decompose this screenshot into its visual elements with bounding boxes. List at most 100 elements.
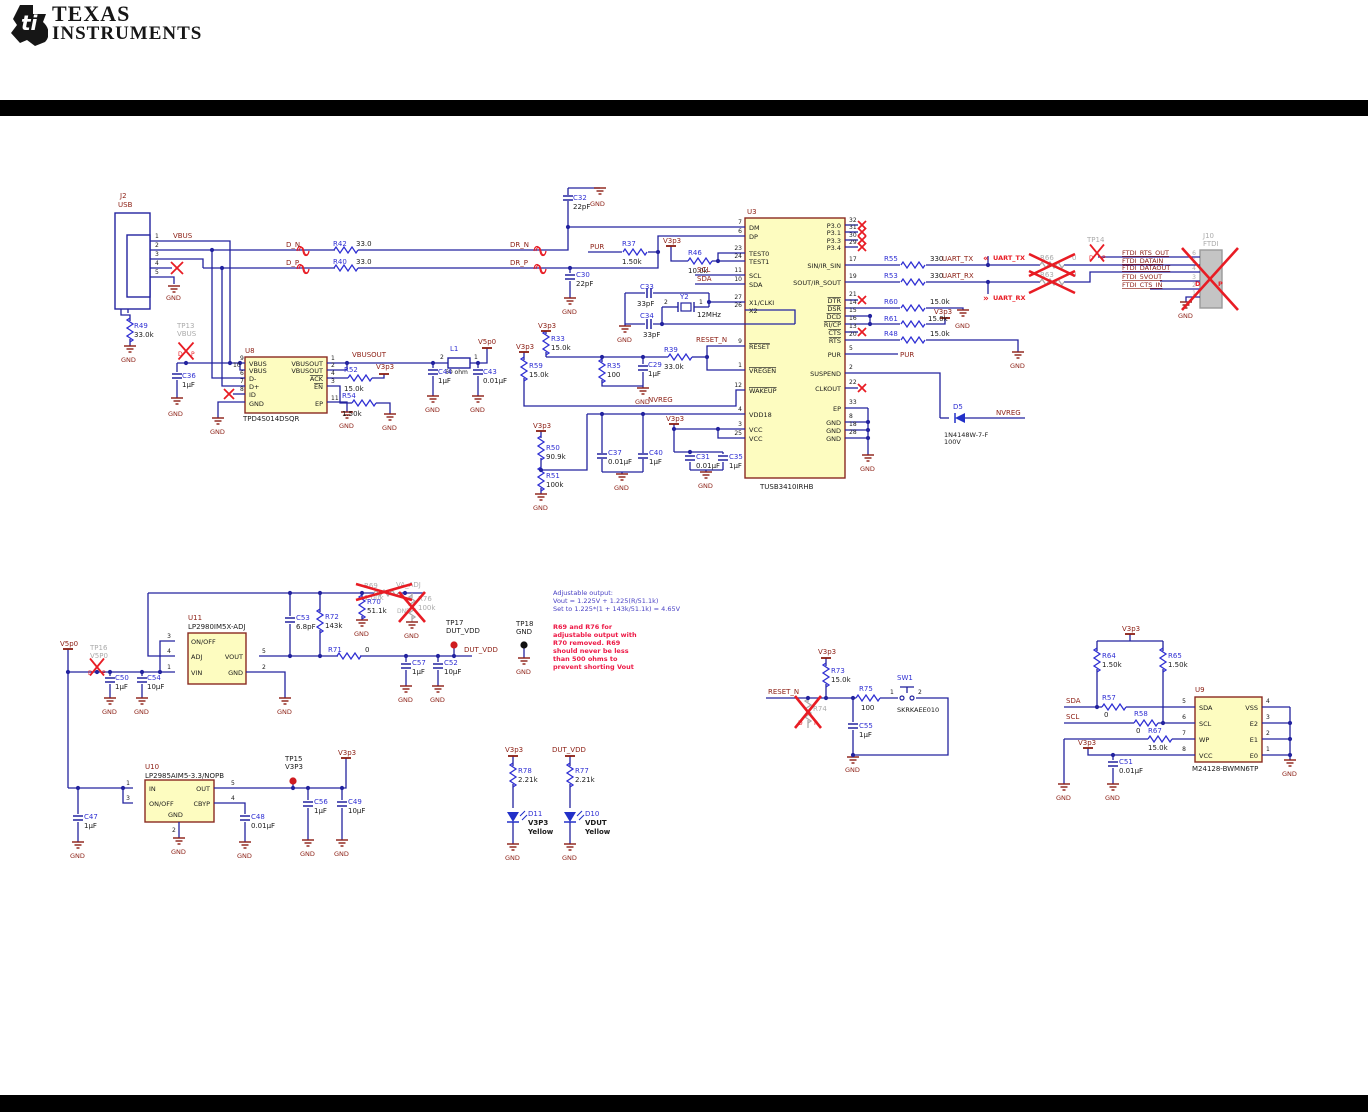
led-arrow-icon xyxy=(521,814,528,821)
label-vbusout: VBUSOUT xyxy=(291,367,323,375)
label-p: P xyxy=(1102,255,1106,262)
label-3: 3 xyxy=(738,421,742,428)
label-scl: SCL xyxy=(749,272,762,280)
junction-dot xyxy=(985,279,991,285)
label-r40: R40 xyxy=(333,258,347,266)
label-gnd: GND xyxy=(1010,362,1025,370)
top-rule xyxy=(0,100,1368,116)
label-5: 5 xyxy=(262,648,266,655)
label-gnd: GND xyxy=(171,848,186,856)
label-c57: C57 xyxy=(412,659,426,667)
dnp-x-mark xyxy=(1028,252,1076,278)
wire xyxy=(926,339,1019,352)
junction-dot xyxy=(451,653,457,659)
label-c49: C49 xyxy=(348,798,362,806)
label-28: 28 xyxy=(849,429,857,436)
label-gnd: GND xyxy=(277,708,292,716)
label-r78: R78 xyxy=(518,767,532,775)
dnp-x-mark xyxy=(857,383,867,393)
label-0-01-f: 0.01µF xyxy=(1119,767,1143,775)
label-l1: L1 xyxy=(450,345,458,353)
label-6: 6 xyxy=(738,228,742,235)
label-7: 7 xyxy=(738,219,742,226)
label-on-off: ON/OFF xyxy=(149,800,174,808)
junction-dot xyxy=(538,467,544,473)
label-vbusout: VBUSOUT xyxy=(291,360,323,368)
label-330: 330 xyxy=(930,255,943,263)
label-1-00k: 1.00k xyxy=(364,594,385,602)
junction-dot xyxy=(317,653,323,659)
junction-dot xyxy=(1160,720,1166,726)
junction-dot xyxy=(183,360,189,366)
junction-dot xyxy=(475,360,481,366)
label-sin-ir-sin: SIN/IR_SIN xyxy=(807,262,841,270)
diffpair-icon xyxy=(298,246,310,256)
label-v3p3: V3p3 xyxy=(934,308,952,316)
dnp-x-mark xyxy=(857,220,867,230)
ic-u9-m24128 xyxy=(1194,696,1263,763)
label-2: 2 xyxy=(331,362,335,369)
resistor xyxy=(855,693,881,703)
label-tp13: TP13 xyxy=(176,322,194,330)
wire xyxy=(470,348,488,364)
label-x2: X2 xyxy=(749,307,758,315)
label-21: 21 xyxy=(849,291,857,298)
junction-dot xyxy=(567,265,573,271)
label-6: 6 xyxy=(1182,714,1186,721)
junction-dot xyxy=(359,590,365,596)
junction-dot xyxy=(687,449,693,455)
junction-dot xyxy=(1287,720,1293,726)
label-tusb3410irhb: TUSB3410IRHB xyxy=(759,483,814,491)
label-33-0: 33.0 xyxy=(356,258,372,266)
label-gnd: GND xyxy=(404,632,419,640)
label-c47: C47 xyxy=(84,813,98,821)
label-v3p3: V3p3 xyxy=(663,237,681,245)
label-d10: D10 xyxy=(585,810,599,818)
junction-dot xyxy=(339,785,345,791)
label-r48: R48 xyxy=(884,330,898,338)
label-v3p3: V3p3 xyxy=(516,343,534,351)
label-sw1: SW1 xyxy=(897,674,913,682)
label-test0: TEST0 xyxy=(748,250,769,258)
label-ri-cp: RI/CP xyxy=(824,321,841,329)
label-r49: R49 xyxy=(134,322,148,330)
ti-logo-text: TEXAS INSTRUMENTS xyxy=(52,3,202,50)
label-uart-rx: UART_RX xyxy=(942,272,974,280)
label-en: EN xyxy=(314,383,323,391)
label-19: 19 xyxy=(849,273,857,280)
label-scl: SCL xyxy=(1066,713,1079,721)
resistor xyxy=(687,256,713,266)
label-1-50k: 1.50k xyxy=(1102,661,1123,669)
label-3: 3 xyxy=(126,795,130,802)
label-gnd: GND xyxy=(1282,770,1297,778)
label-rts: RTS xyxy=(829,337,841,345)
junction-dot xyxy=(850,752,856,758)
label-3: 3 xyxy=(155,251,159,258)
crystal-y2 xyxy=(680,302,692,312)
wire xyxy=(214,802,246,814)
label-tpd4s014dsqr: TPD4S014DSQR xyxy=(242,415,299,423)
label-yellow: Yellow xyxy=(527,828,554,836)
junction-dot xyxy=(865,427,871,433)
label-r74: R74 xyxy=(813,705,827,713)
wire xyxy=(717,252,745,261)
junction-dot xyxy=(402,590,408,596)
label-out: OUT xyxy=(196,785,210,793)
label-nvreg: NVREG xyxy=(648,396,673,404)
label-r65: R65 xyxy=(1168,652,1182,660)
label-r42: R42 xyxy=(333,240,347,248)
label-c52: C52 xyxy=(444,659,458,667)
junction-dot xyxy=(94,669,100,675)
label-26: 26 xyxy=(734,302,742,309)
label-p: P xyxy=(102,670,106,677)
wire xyxy=(717,429,745,439)
label-tp17: TP17 xyxy=(445,619,463,627)
label-0-01-f: 0.01µF xyxy=(696,462,720,470)
resistor xyxy=(597,358,607,384)
label-u3: U3 xyxy=(747,208,757,216)
label-c43: C43 xyxy=(483,368,497,376)
label-dtr: DTR xyxy=(828,297,842,305)
label-dut-vdd: DUT_VDD xyxy=(464,646,498,654)
label-should-never-be-less: should never be less xyxy=(553,647,629,655)
label-29: 29 xyxy=(849,239,857,246)
